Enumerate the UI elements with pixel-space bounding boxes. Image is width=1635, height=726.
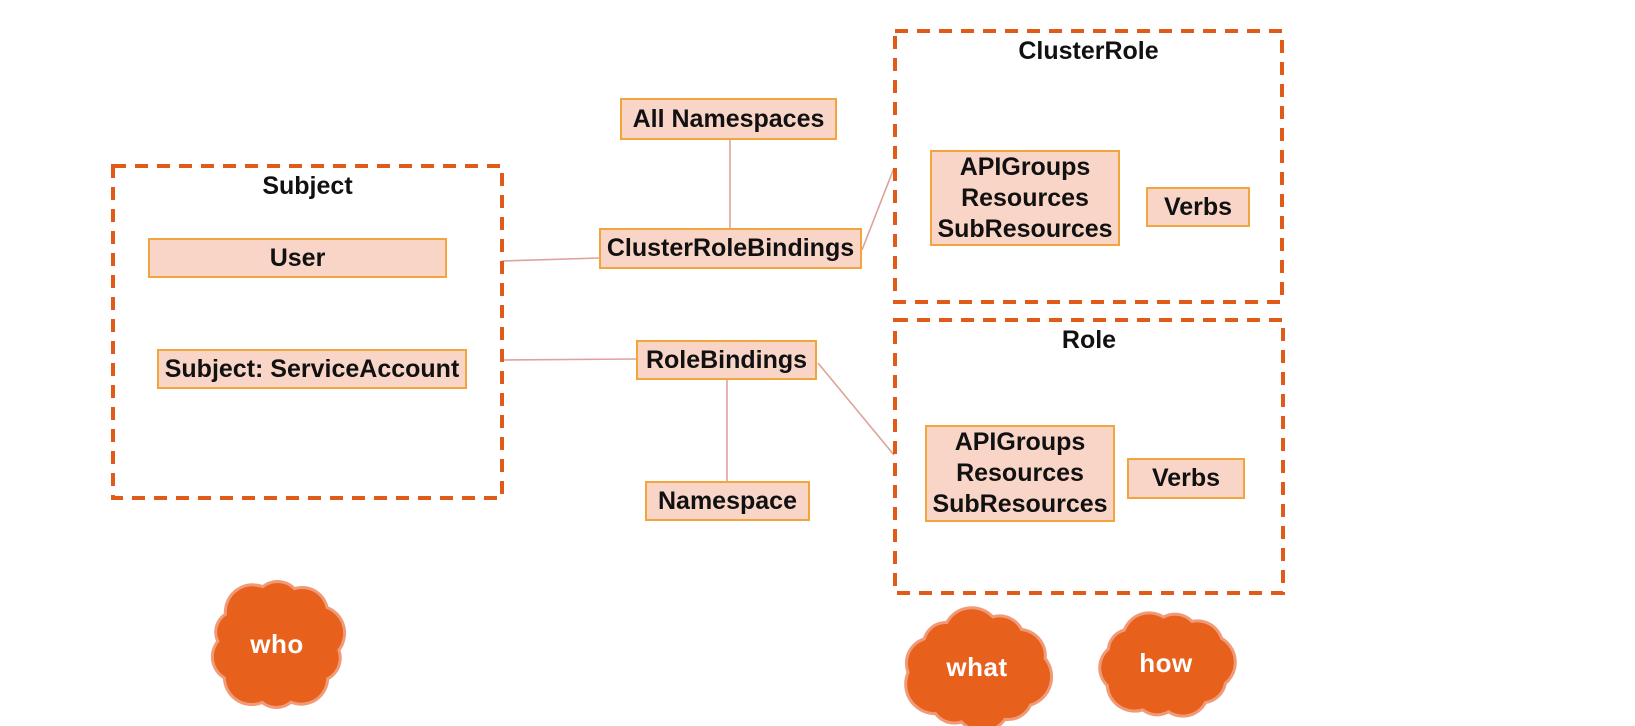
serviceaccount-node: Subject: ServiceAccount — [157, 349, 467, 389]
subject-group-border — [111, 164, 504, 500]
connector-user-clusterrolebindings — [501, 257, 600, 262]
clusterrole-group-title: ClusterRole — [1018, 37, 1159, 65]
clusterrole-rules-line: SubResources — [937, 214, 1113, 243]
role-group-title: Role — [1061, 326, 1117, 354]
namespace-node: Namespace — [645, 481, 810, 521]
clusterrole-rules-line: APIGroups — [959, 152, 1091, 181]
what-cloud-label: what — [946, 652, 1008, 682]
connector-rolebindings-role — [817, 362, 895, 456]
clusterrole-rules-node: APIGroups Resources SubResources — [930, 150, 1120, 246]
role-verbs-node: Verbs — [1127, 458, 1245, 499]
how-cloud — [1098, 611, 1237, 718]
clusterrolebindings-node: ClusterRoleBindings — [599, 228, 862, 269]
role-rules-node: APIGroups Resources SubResources — [925, 425, 1115, 522]
role-rules-line: APIGroups — [954, 428, 1086, 456]
connector-serviceaccount-rolebindings — [501, 358, 637, 361]
rolebindings-node: RoleBindings — [636, 340, 817, 380]
all-namespaces-node: All Namespaces — [620, 98, 837, 140]
how-cloud-label: how — [1139, 648, 1193, 678]
who-cloud-label: who — [250, 629, 304, 659]
role-rules-line: SubResources — [932, 490, 1108, 518]
role-rules-line: Resources — [956, 459, 1084, 487]
clusterrole-rules-line: Resources — [961, 183, 1089, 212]
who-cloud — [210, 580, 347, 709]
connector-clusterrolebindings-clusterrole — [861, 167, 895, 251]
user-node: User — [148, 238, 447, 278]
what-cloud — [904, 606, 1054, 726]
clusterrole-verbs-node: Verbs — [1146, 187, 1250, 227]
subject-group-title: Subject — [262, 172, 353, 200]
